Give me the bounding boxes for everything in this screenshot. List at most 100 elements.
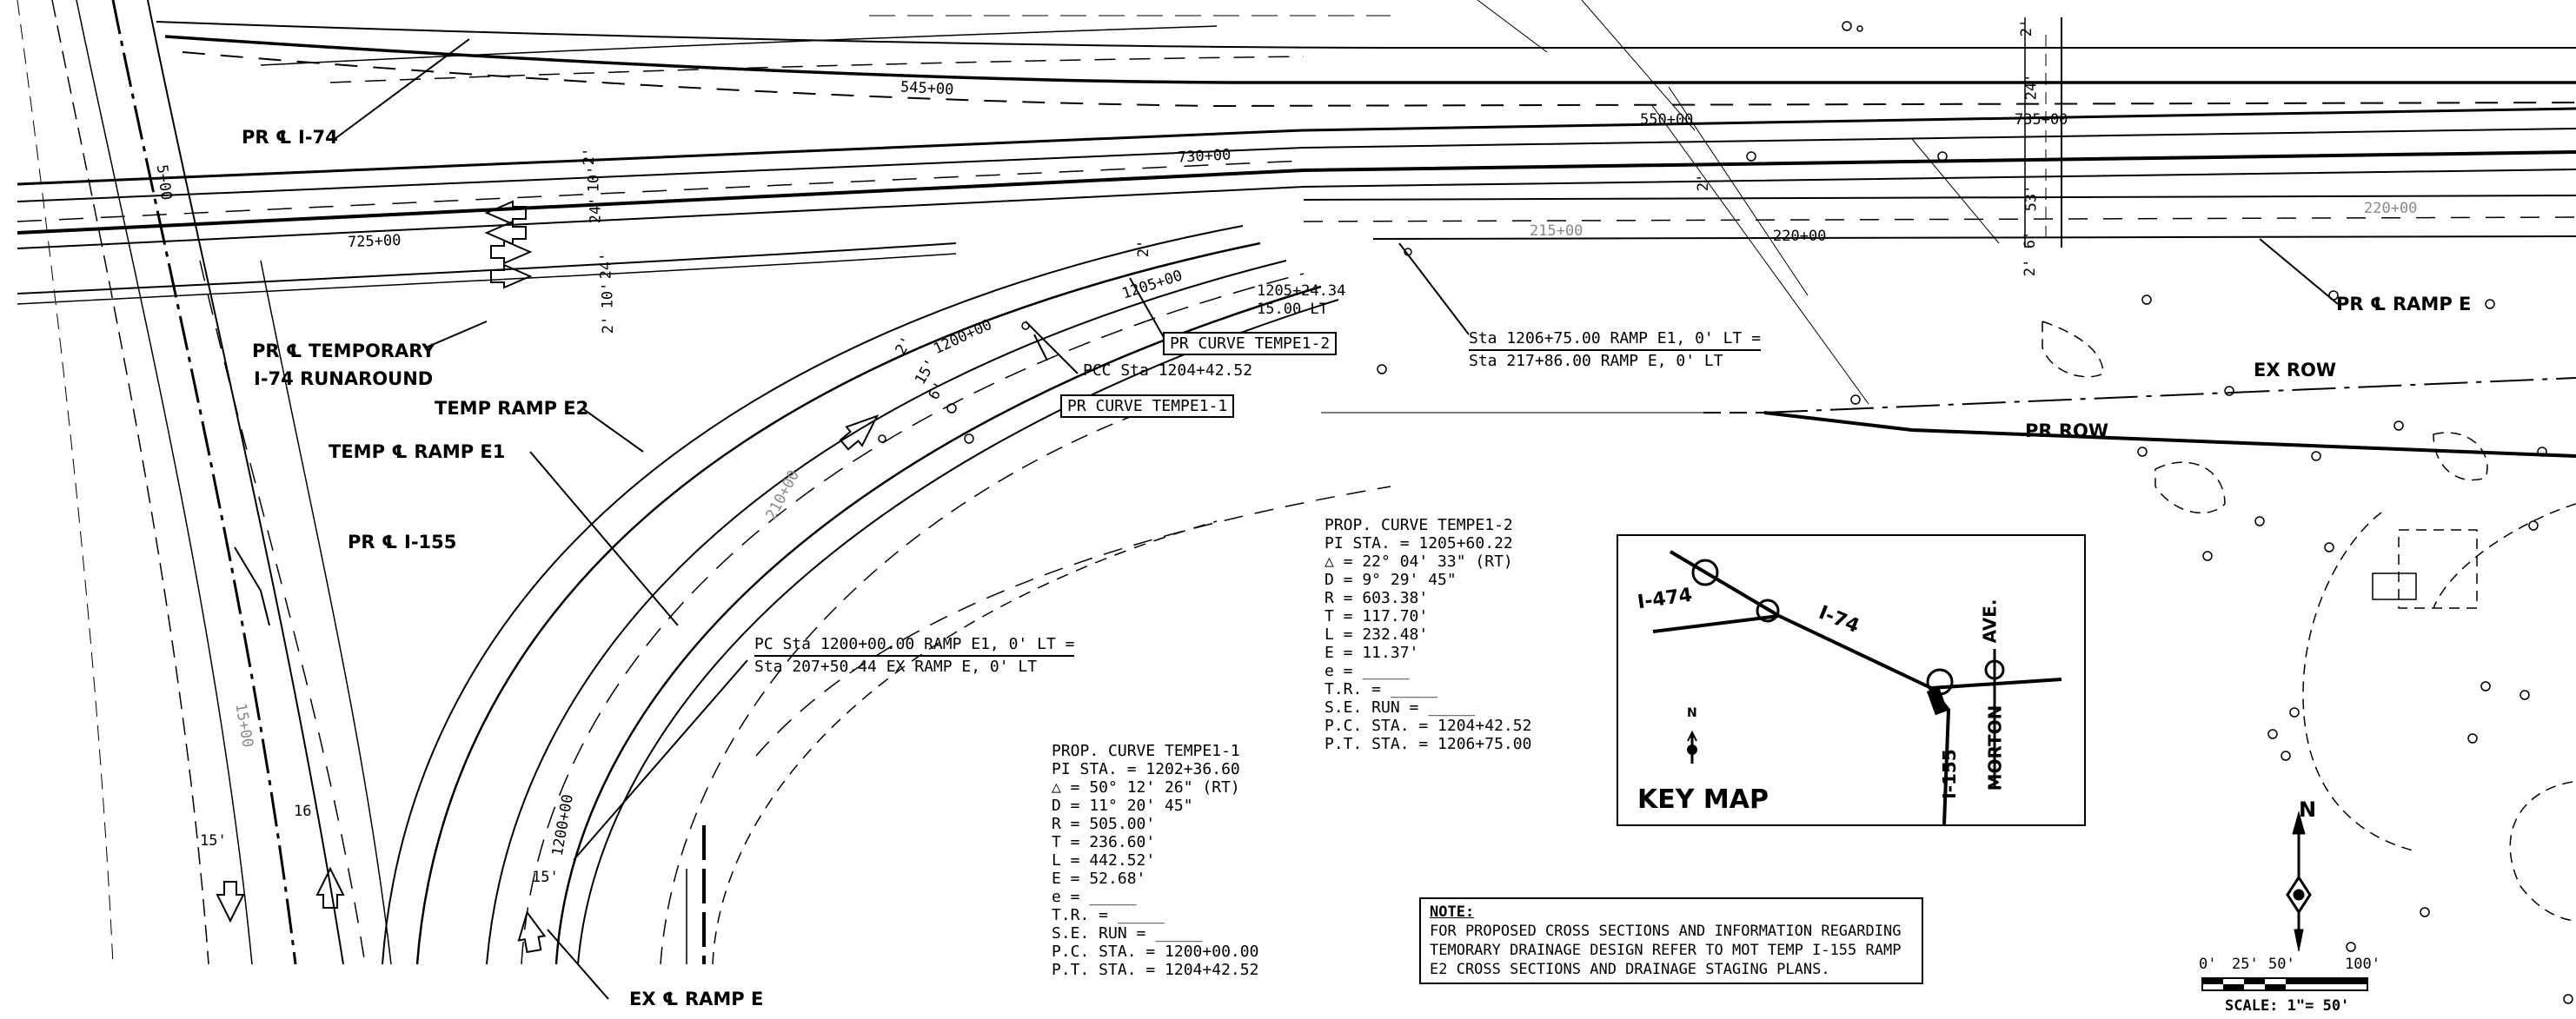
curve2-line: R = 603.38'	[1325, 589, 1429, 607]
curve2-line: e = _____	[1325, 662, 1410, 680]
label-ex-row: EX ROW	[2254, 360, 2337, 380]
curve1-line: PI STA. = 1202+36.60	[1052, 760, 1240, 778]
dim-10: 10'	[585, 165, 603, 193]
label-runaround: I-74 RUNAROUND	[254, 368, 434, 389]
curve1-line: T.R. = _____	[1052, 906, 1165, 924]
scale-50: 50'	[2268, 956, 2295, 973]
traffic-arrows	[216, 200, 880, 954]
station-220b: 220+00	[2364, 200, 2418, 217]
dim-2d: 2'	[1695, 173, 1713, 192]
curve2-line: T.R. = _____	[1325, 680, 1438, 698]
pcc-station: PCC Sta 1204+42.52	[1083, 361, 1253, 380]
scale-25: 25'	[2232, 956, 2259, 973]
scale-bar-graphic	[2201, 977, 2368, 991]
curve2-line: P.C. STA. = 1204+42.52	[1325, 717, 1532, 735]
label-ex-cl-ramp-e: EX ℄ RAMP E	[629, 989, 764, 1009]
callout-pc-line2: Sta 207+50.44 EX RAMP E, 0' LT	[754, 658, 1038, 676]
curve1-line: L = 442.52'	[1052, 851, 1156, 870]
station-730: 730+00	[1177, 146, 1232, 167]
dim-2f: 2'	[1135, 239, 1153, 258]
curve2-line: △ = 22° 04' 33" (RT)	[1325, 553, 1513, 571]
label-pr-cl-i155: PR ℄ I-155	[348, 532, 457, 553]
station-215: 215+00	[1530, 222, 1583, 240]
property-features	[2042, 320, 2576, 922]
box-curve-tempe1-1: PR CURVE TEMPE1-1	[1060, 394, 1235, 418]
note-body: FOR PROPOSED CROSS SECTIONS AND INFORMAT…	[1430, 923, 1902, 978]
dim-15c: 15'	[532, 869, 559, 886]
dim-24c: 24'	[2022, 73, 2041, 101]
dim-15a: 15'	[200, 832, 227, 850]
label-pr-cl-i74: PR ℄ I-74	[242, 127, 338, 148]
callout-pc-sta-1200: PC Sta 1200+00.00 RAMP E1, 0' LT = Sta 2…	[754, 634, 1075, 678]
station-220: 220+00	[1773, 228, 1827, 245]
station-545: 545+00	[900, 78, 954, 99]
label-temp-ramp-e2: TEMP RAMP E2	[435, 398, 589, 419]
scale-0: 0'	[2199, 956, 2217, 973]
box-curve-tempe1-2: PR CURVE TEMPE1-2	[1163, 332, 1338, 355]
curve1-line: T = 236.60'	[1052, 833, 1156, 851]
curve2-line: L = 232.48'	[1325, 625, 1429, 644]
dim-2a: 2'	[581, 147, 599, 166]
north-arrow-icon	[2286, 811, 2312, 952]
callout-pc-line1: PC Sta 1200+00.00 RAMP E1, 0' LT =	[754, 634, 1075, 657]
dim-53: 53'	[2022, 184, 2041, 212]
note-box: NOTE: FOR PROPOSED CROSS SECTIONS AND IN…	[1419, 897, 1923, 984]
station-550: 550+00	[1640, 111, 1694, 129]
scale-100: 100'	[2345, 956, 2380, 973]
curve2-line: S.E. RUN = _____	[1325, 698, 1476, 717]
ramp-curves	[382, 225, 1391, 965]
label-pr-cl-ramp-e: PR ℄ RAMP E	[2336, 294, 2472, 314]
dim-10b: 10'	[599, 281, 617, 309]
station-735: 735+00	[2015, 111, 2068, 129]
scale-text: SCALE: 1"= 50'	[2225, 997, 2350, 1015]
dim-2c: 2'	[2018, 18, 2036, 37]
curve1-line: PROP. CURVE TEMPE1-1	[1052, 742, 1240, 760]
curve1-line: R = 505.00'	[1052, 815, 1156, 833]
north-arrow-label: N	[2299, 797, 2317, 822]
i155-roadway	[17, 0, 392, 965]
station-725: 725+00	[347, 231, 402, 252]
curve2-line: PI STA. = 1205+60.22	[1325, 534, 1513, 553]
label-pr-row: PR ROW	[2025, 420, 2109, 441]
key-map-morton: MORTON	[1984, 705, 2006, 791]
curve2-line: P.T. STA. = 1206+75.00	[1325, 735, 1532, 753]
key-map-title: KEY MAP	[1637, 784, 1769, 815]
dim-6: 6'	[2022, 230, 2040, 249]
station-1205b: 1205+24.34	[1257, 282, 1346, 300]
curve1-line: E = 52.68'	[1052, 870, 1146, 888]
station-15-lt: 15.00 LT	[1257, 301, 1328, 318]
curve1-line: S.E. RUN = _____	[1052, 924, 1203, 943]
curve2-line: T = 117.70'	[1325, 607, 1429, 625]
label-temp-cl-ramp-e1: TEMP ℄ RAMP E1	[329, 441, 506, 462]
curve1-line: P.T. STA. = 1204+42.52	[1052, 961, 1259, 979]
label-pr-cl-temporary: PR ℄ TEMPORARY	[252, 341, 435, 361]
note-title: NOTE:	[1430, 903, 1475, 921]
curve1-line: D = 11° 20' 45"	[1052, 797, 1193, 815]
dim-16: 16'	[294, 803, 321, 820]
dim-2b: 2'	[600, 315, 618, 334]
i74-mainline	[17, 15, 2576, 305]
key-map-drawing	[1652, 550, 2062, 825]
scale-bar: 0' 25' 50' 100' SCALE: 1"= 50'	[2199, 956, 2380, 1015]
key-map-i155: I-155	[1938, 749, 1960, 799]
key-map-ave: AVE.	[1979, 599, 2001, 644]
curve1-line: e = _____	[1052, 888, 1137, 906]
dim-24a: 24'	[587, 196, 605, 224]
curve2-line: E = 11.37'	[1325, 644, 1419, 662]
callout-sta-1206-line2: Sta 217+86.00 RAMP E, 0' LT	[1469, 352, 1723, 370]
curve2-line: D = 9° 29' 45"	[1325, 571, 1457, 589]
key-map: I-474 I-74 AVE. MORTON I-155 N KEY MAP	[1617, 534, 2086, 826]
curve1-line: P.C. STA. = 1200+00.00	[1052, 943, 1259, 961]
tree-markers	[878, 21, 2573, 1004]
callout-sta-1206: Sta 1206+75.00 RAMP E1, 0' LT = Sta 217+…	[1469, 328, 1761, 372]
row-lines	[1321, 377, 2576, 458]
thin-lines	[1477, 0, 2000, 405]
callout-sta-1206-line1: Sta 1206+75.00 RAMP E1, 0' LT =	[1469, 328, 1761, 351]
curve1-line: △ = 50° 12' 26" (RT)	[1052, 778, 1240, 797]
dim-24b: 24'	[597, 252, 615, 280]
leader-lines	[234, 38, 2339, 1000]
key-map-north: N	[1687, 706, 1697, 720]
